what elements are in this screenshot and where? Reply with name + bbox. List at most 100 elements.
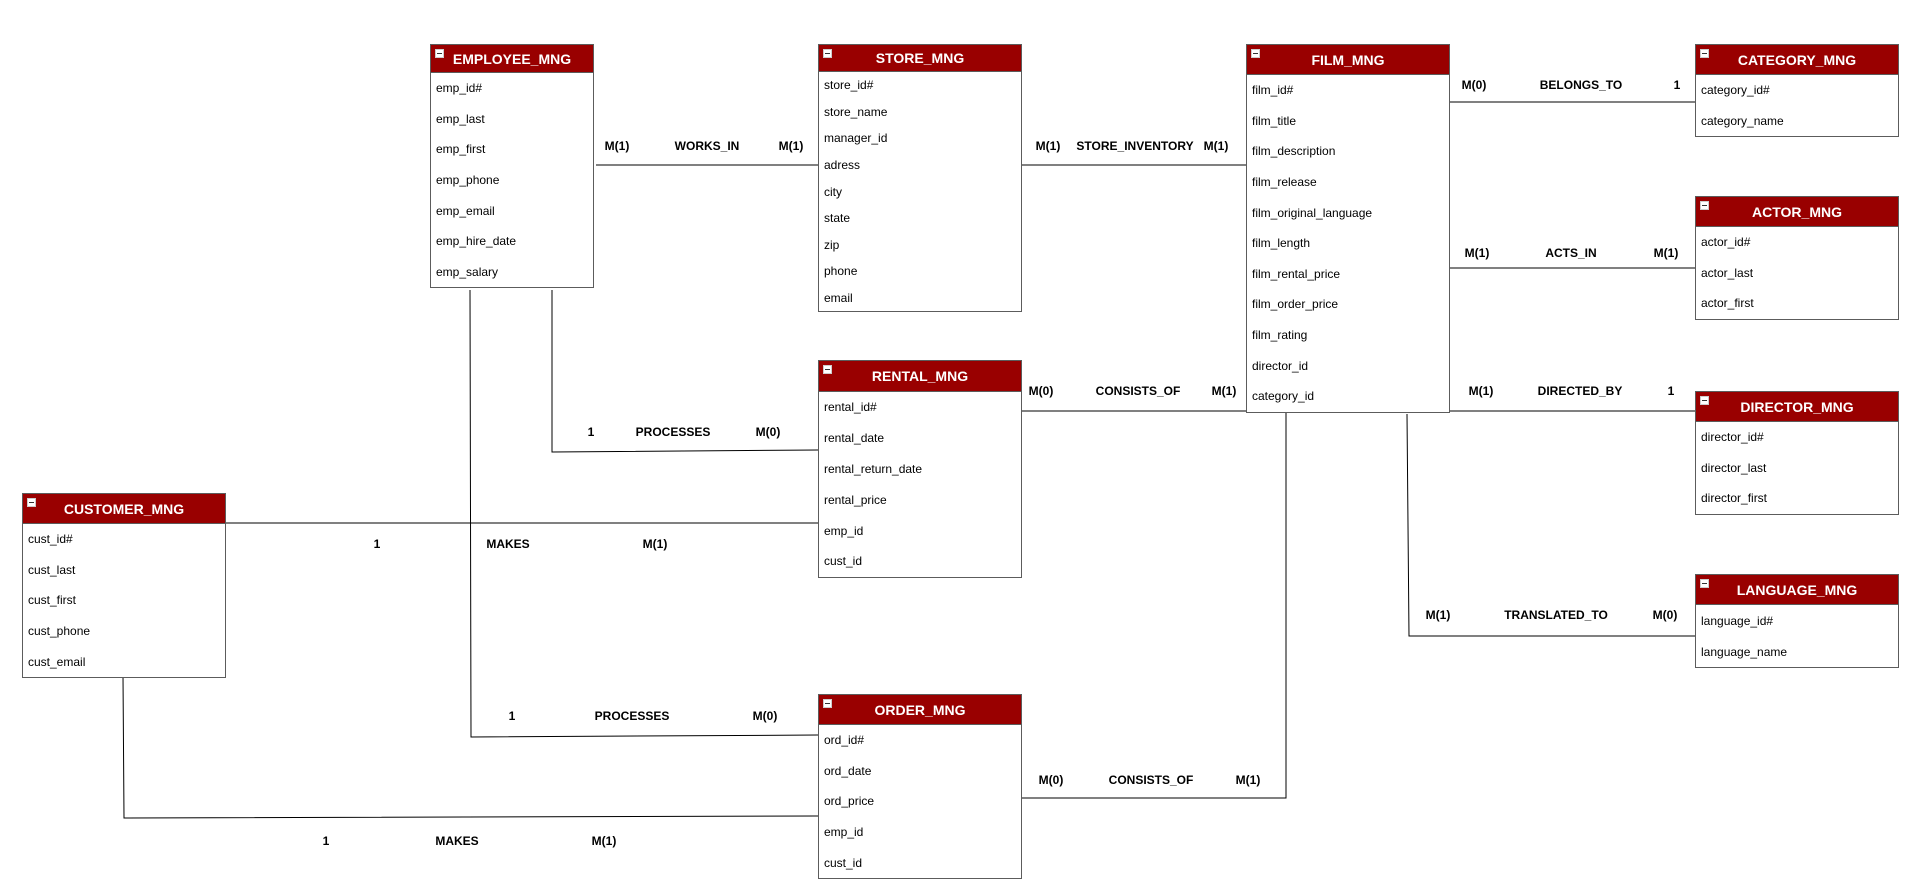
relationship-line-translated-to[interactable] bbox=[1406, 413, 1695, 637]
attribute: emp_hire_date bbox=[436, 234, 517, 249]
attribute: film_rental_price bbox=[1252, 266, 1341, 281]
attribute: cust_last bbox=[28, 562, 76, 577]
entity-title: STORE_MNG bbox=[875, 50, 965, 66]
attribute: rental_price bbox=[824, 492, 887, 507]
attribute: cust_email bbox=[28, 654, 86, 669]
attribute: zip bbox=[824, 237, 840, 252]
attribute: film_description bbox=[1252, 144, 1336, 159]
attribute: rental_date bbox=[824, 431, 885, 446]
relationship-name: TRANSLATED_TO bbox=[1504, 608, 1608, 622]
collapse-icon[interactable] bbox=[435, 49, 444, 58]
relationship-name: CONSISTS_OF bbox=[1095, 384, 1181, 398]
collapse-icon[interactable] bbox=[1700, 49, 1709, 58]
entity-title: FILM_MNG bbox=[1311, 51, 1385, 68]
cardinality-from: 1 bbox=[322, 834, 330, 848]
relationship-line-customer-makes-order[interactable] bbox=[122, 675, 819, 819]
attribute: actor_id# bbox=[1701, 235, 1751, 250]
cardinality-to: 1 bbox=[1673, 78, 1681, 92]
relationship-name: PROCESSES bbox=[594, 709, 670, 723]
relationship-name: STORE_INVENTORY bbox=[1076, 139, 1194, 153]
attribute: director_id# bbox=[1701, 430, 1764, 445]
cardinality-from: M(1) bbox=[1468, 384, 1494, 398]
attribute: adress bbox=[824, 158, 861, 173]
attribute: state bbox=[824, 211, 851, 226]
cardinality-to: 1 bbox=[1667, 384, 1675, 398]
collapse-icon[interactable] bbox=[823, 49, 832, 58]
collapse-icon[interactable] bbox=[823, 365, 832, 374]
attribute: category_name bbox=[1701, 113, 1784, 128]
entity-title: CUSTOMER_MNG bbox=[63, 500, 185, 517]
attribute: emp_id# bbox=[436, 81, 483, 96]
cardinality-to: M(1) bbox=[778, 139, 804, 153]
attribute: cust_first bbox=[28, 593, 77, 608]
attribute: film_release bbox=[1252, 175, 1317, 190]
entity-title: RENTAL_MNG bbox=[871, 368, 969, 384]
entity-film[interactable]: FILM_MNG film_id# film_title film_descripti… bbox=[1246, 44, 1450, 413]
relationship-line-order-consists-of[interactable] bbox=[1022, 411, 1287, 799]
collapse-icon[interactable] bbox=[1251, 49, 1260, 58]
attribute: cust_phone bbox=[28, 624, 91, 639]
attribute: emp_first bbox=[436, 142, 486, 157]
collapse-icon[interactable] bbox=[1700, 579, 1709, 588]
entity-header: CATEGORY_MNG bbox=[1696, 45, 1898, 75]
cardinality-from: 1 bbox=[587, 425, 595, 439]
entity-employee[interactable]: EMPLOYEE_MNG emp_id# emp_last emp_first emp_… bbox=[430, 44, 594, 289]
entity-header: FILM_MNG bbox=[1247, 45, 1449, 75]
cardinality-from: M(1) bbox=[1035, 139, 1061, 153]
cardinality-from: M(1) bbox=[1464, 246, 1490, 260]
cardinality-to: M(1) bbox=[1203, 139, 1229, 153]
attribute: category_id bbox=[1252, 389, 1315, 404]
attribute: emp_phone bbox=[436, 173, 500, 188]
attribute: category_id# bbox=[1701, 83, 1770, 98]
attribute: store_id# bbox=[824, 78, 874, 93]
collapse-icon[interactable] bbox=[27, 498, 36, 507]
cardinality-to: M(0) bbox=[1652, 608, 1678, 622]
attribute: emp_id bbox=[824, 825, 864, 840]
entity-header: RENTAL_MNG bbox=[819, 361, 1021, 392]
entity-header: ACTOR_MNG bbox=[1696, 197, 1898, 227]
relationship-line-emp-processes-order[interactable] bbox=[469, 289, 819, 738]
collapse-icon[interactable] bbox=[1700, 396, 1709, 405]
entity-title: EMPLOYEE_MNG bbox=[452, 50, 572, 67]
relationship-line-emp-processes-rental[interactable] bbox=[551, 290, 819, 453]
attribute: film_id# bbox=[1252, 83, 1294, 98]
attribute: language_name bbox=[1701, 644, 1788, 659]
entity-header: LANGUAGE_MNG bbox=[1696, 575, 1898, 605]
cardinality-to: M(0) bbox=[755, 425, 781, 439]
cardinality-from: 1 bbox=[508, 709, 516, 723]
relationship-name: CONSISTS_OF bbox=[1108, 773, 1194, 787]
entity-title: CATEGORY_MNG bbox=[1737, 51, 1857, 68]
attribute: film_original_language bbox=[1252, 205, 1373, 220]
collapse-icon[interactable] bbox=[823, 699, 832, 708]
attribute: emp_last bbox=[436, 111, 485, 126]
attribute: actor_last bbox=[1701, 265, 1754, 280]
attribute: ord_id# bbox=[824, 733, 865, 748]
cardinality-to: M(1) bbox=[1235, 773, 1261, 787]
cardinality-to: M(1) bbox=[1653, 246, 1679, 260]
relationship-name: BELONGS_TO bbox=[1539, 78, 1623, 92]
entity-header: ORDER_MNG bbox=[819, 695, 1021, 725]
attribute: film_order_price bbox=[1252, 297, 1339, 312]
relationship-name: MAKES bbox=[435, 834, 479, 848]
cardinality-to: M(1) bbox=[1211, 384, 1237, 398]
attribute: ord_price bbox=[824, 794, 875, 809]
attribute: film_rating bbox=[1252, 328, 1308, 343]
cardinality-to: M(1) bbox=[591, 834, 617, 848]
cardinality-from: M(1) bbox=[604, 139, 630, 153]
cardinality-from: M(0) bbox=[1038, 773, 1064, 787]
relationship-name: MAKES bbox=[486, 537, 530, 551]
attribute: film_title bbox=[1252, 113, 1297, 128]
attribute: cust_id bbox=[824, 554, 863, 569]
entity-title: LANGUAGE_MNG bbox=[1736, 581, 1858, 598]
entity-category[interactable]: CATEGORY_MNG category_id# category_name bbox=[1695, 44, 1899, 137]
collapse-icon[interactable] bbox=[1700, 201, 1709, 210]
